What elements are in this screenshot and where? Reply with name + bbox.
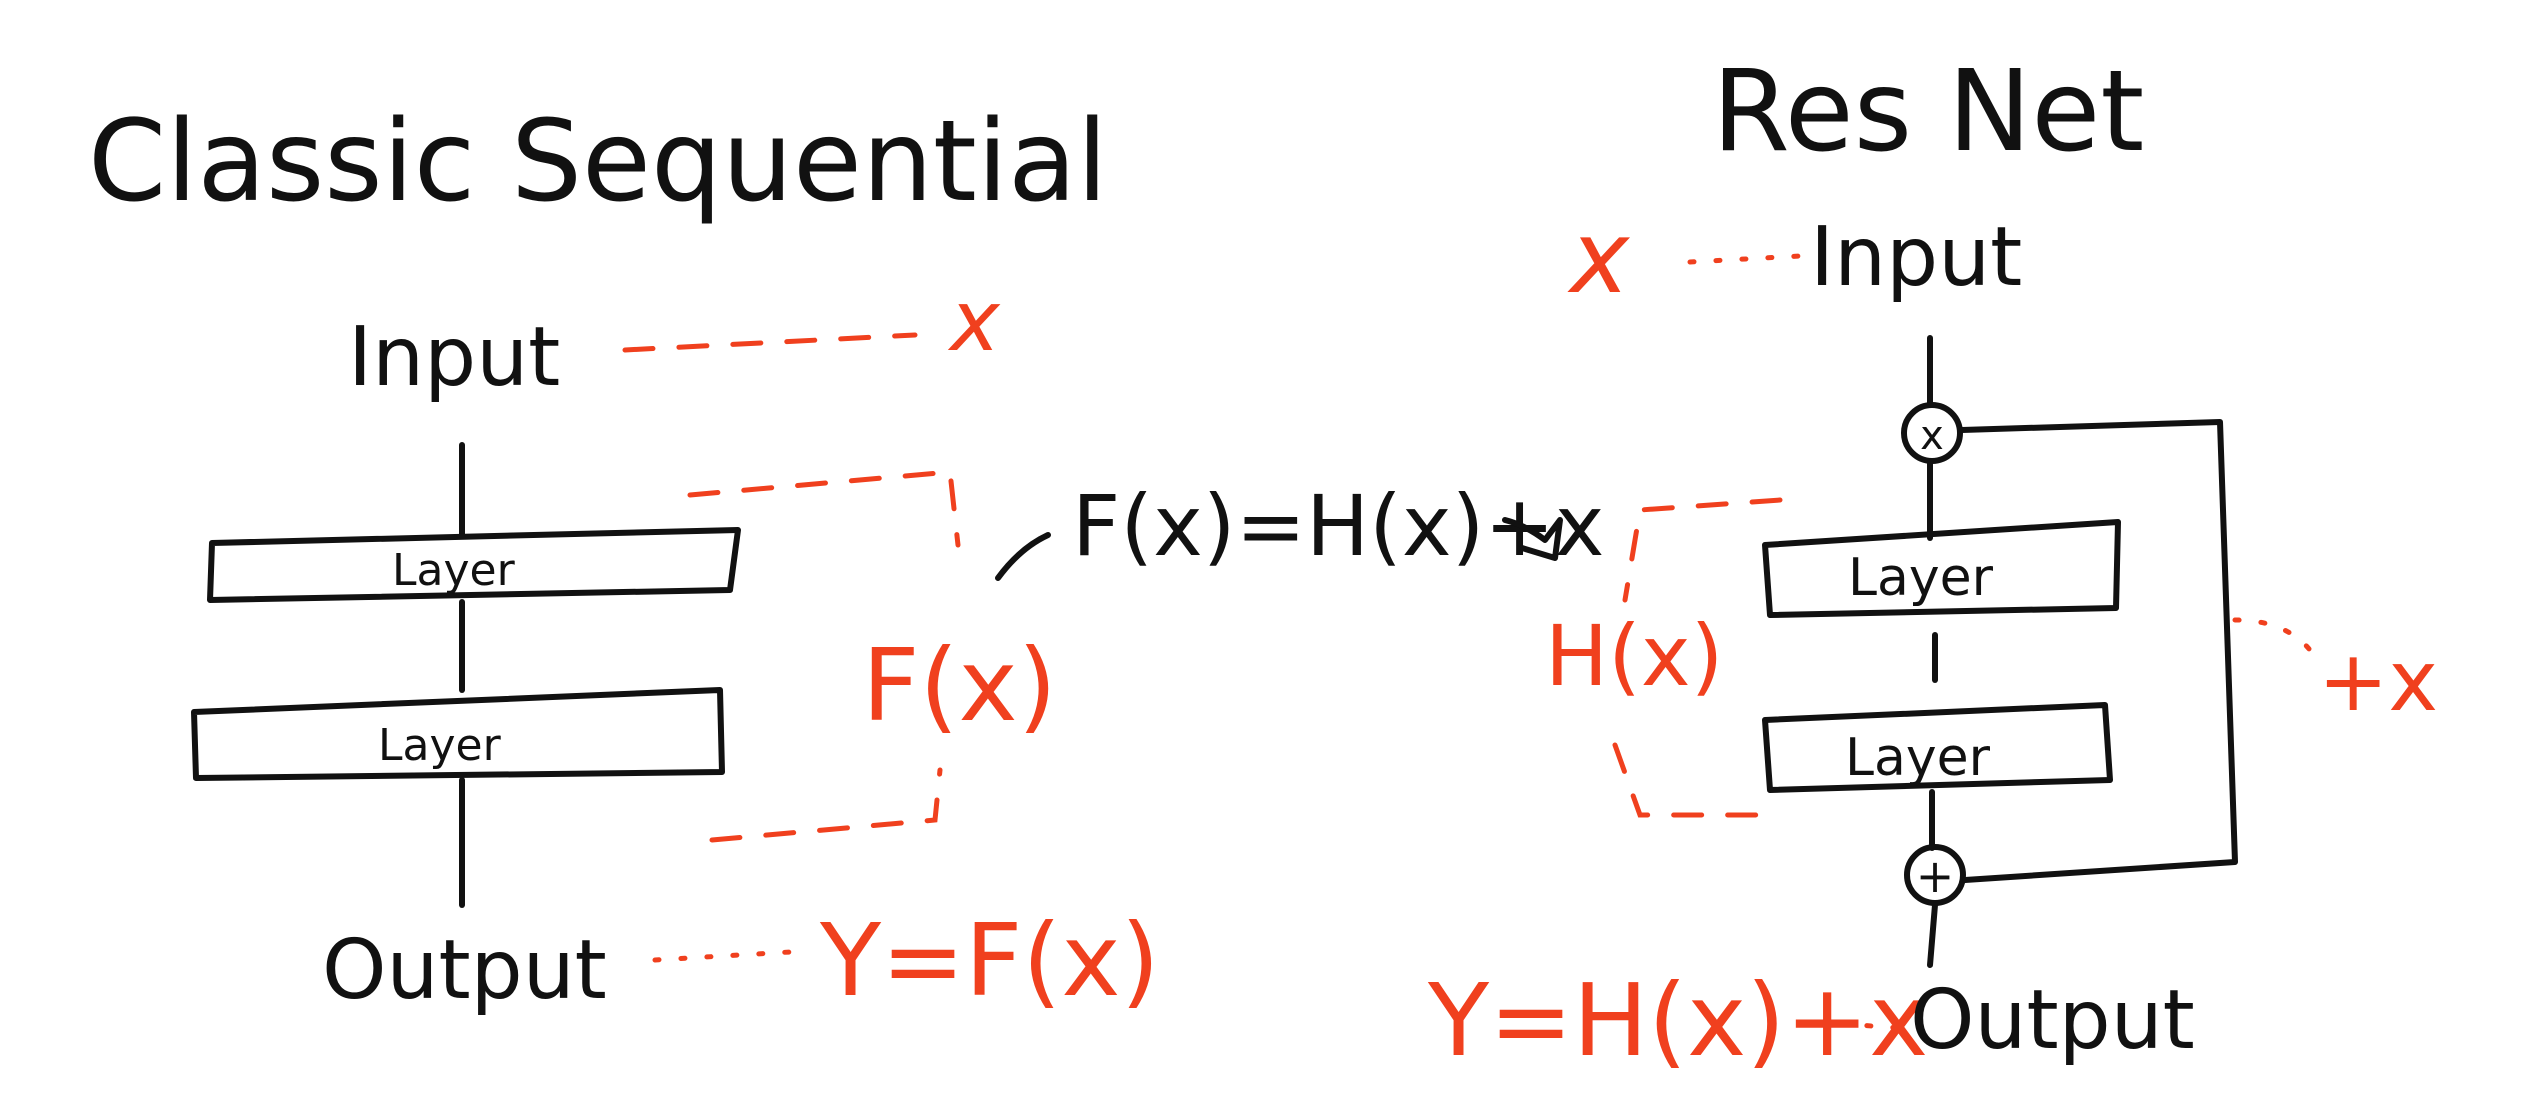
classic-layer-1: Layer — [207, 527, 741, 603]
resnet-output-formula: Y=H(x)+x — [1427, 962, 1928, 1079]
resnet-diagram: Res Net x Input x Layer Layer + +x — [1427, 47, 2438, 1079]
resnet-layer-1-label: Layer — [1848, 548, 1994, 608]
classic-output-connector — [652, 949, 793, 963]
resnet-layer-2-box — [1762, 702, 2113, 793]
classic-bracket-top — [687, 469, 961, 548]
classic-sequential-diagram: Classic Sequential Input x Layer Layer F… — [88, 97, 1160, 1019]
classic-input-symbol: x — [947, 272, 1001, 370]
classic-bracket-bottom — [709, 767, 943, 843]
classic-layer-1-box — [207, 527, 741, 603]
relation-left-stroke — [995, 532, 1051, 581]
relation-arrow — [1502, 517, 1563, 561]
resnet-sum-symbol: + — [1916, 849, 1955, 903]
resnet-output-label: Output — [1910, 973, 2195, 1068]
relation-annotation: F(x)=H(x)+x — [995, 477, 1604, 581]
resnet-block-function: H(x) — [1545, 607, 1723, 705]
classic-input-connector — [622, 332, 918, 353]
resnet-output-line — [1927, 902, 1938, 968]
classic-input-label: Input — [348, 310, 560, 405]
classic-output-label: Output — [322, 923, 607, 1018]
resnet-skip-connector — [2232, 617, 2313, 653]
resnet-layer-1: Layer — [1762, 519, 2121, 618]
classic-block-function: F(x) — [862, 627, 1057, 744]
resnet-skip-connection — [1959, 419, 2238, 883]
resnet-skip-label: +x — [2318, 632, 2438, 730]
resnet-input-connector — [1687, 253, 1803, 265]
resnet-layer-2-label: Layer — [1845, 728, 1991, 788]
classic-layer-2: Layer — [191, 687, 725, 781]
resnet-branch-node: x — [1901, 402, 1963, 464]
resnet-layer-1-box — [1762, 519, 2121, 618]
resnet-bracket-bottom — [1612, 742, 1778, 818]
resnet-title: Res Net — [1712, 47, 2144, 177]
classic-layer-2-box — [191, 687, 725, 781]
classic-output-formula: Y=F(x) — [819, 902, 1160, 1019]
resnet-bracket-top — [1622, 497, 1783, 603]
resnet-input-symbol: x — [1567, 199, 1631, 316]
resnet-layer-2: Layer — [1762, 702, 2113, 793]
resnet-branch-symbol: x — [1920, 413, 1944, 459]
resnet-sum-node: + — [1904, 844, 1966, 906]
resnet-input-label: Input — [1810, 210, 2022, 305]
classic-layer-1-label: Layer — [392, 545, 516, 596]
classic-title: Classic Sequential — [88, 97, 1108, 227]
classic-layer-2-label: Layer — [378, 720, 502, 771]
